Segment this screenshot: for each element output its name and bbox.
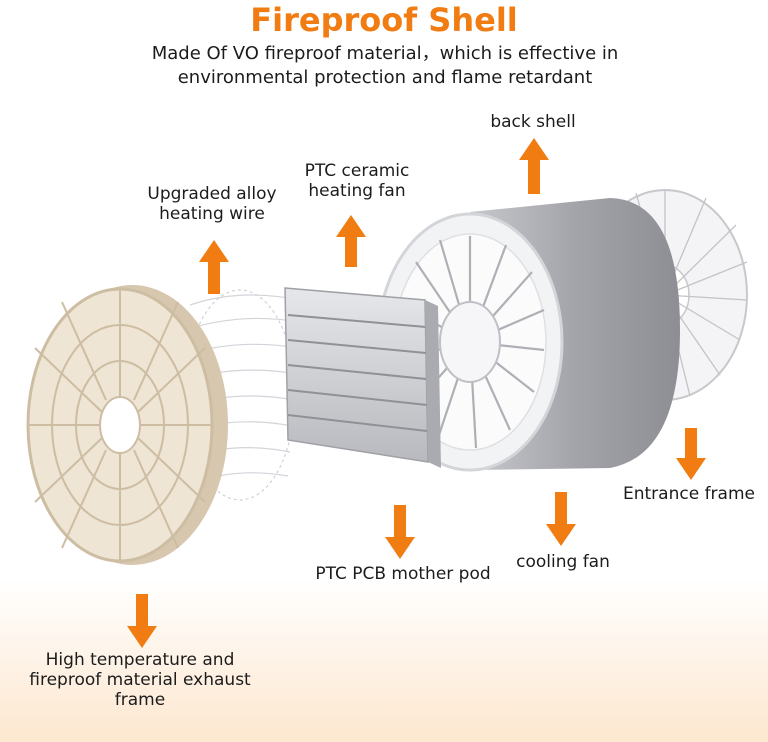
arrow-up-ptc-ceramic [336, 215, 366, 267]
label-ptc-ceramic: PTC ceramic heating fan [304, 161, 410, 201]
arrow-up-back-shell [519, 138, 549, 194]
label-back-shell: back shell [490, 112, 576, 132]
arrow-down-entrance-frame [676, 428, 706, 480]
ptc-ceramic-heater [284, 287, 441, 468]
label-exhaust-frame: High temperature and fireproof material … [29, 650, 251, 710]
title: Fireproof Shell [250, 1, 518, 39]
label-entrance-frame: Entrance frame [623, 484, 755, 504]
arrow-down-pcb-pod [385, 505, 415, 559]
arrow-down-cooling-fan [546, 492, 576, 546]
label-alloy-wire: Upgraded alloy heating wire [147, 184, 277, 224]
exhaust-frame [26, 285, 228, 565]
label-cooling-fan: cooling fan [516, 552, 610, 572]
arrow-down-exhaust-frame [127, 594, 157, 648]
arrow-up-alloy-wire [199, 240, 229, 294]
label-pcb-pod: PTC PCB mother pod [315, 564, 491, 584]
subtitle: Made Of VO fireproof material，which is e… [151, 43, 619, 88]
